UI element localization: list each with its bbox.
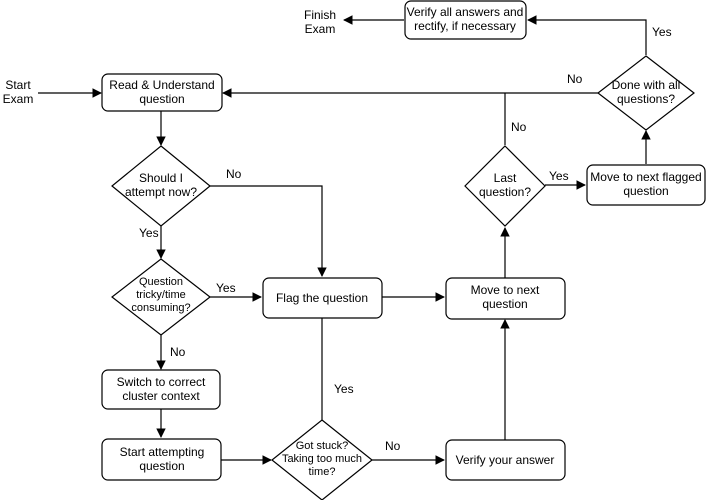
edge-label-tricky-yes: Yes	[216, 281, 236, 295]
verify-answer-label: Verify your answer	[456, 453, 555, 467]
flag-question-label: Flag the question	[276, 291, 368, 305]
edges	[38, 15, 651, 465]
start-attempting-box	[101, 438, 222, 481]
read-question-box	[101, 73, 223, 112]
flag-question-box	[262, 277, 383, 319]
got-stuck-diamond	[271, 419, 373, 500]
edge-should-no-to-flag	[210, 185, 327, 277]
edge-label-last-no: No	[511, 120, 527, 134]
edge-label-tricky-no: No	[170, 345, 186, 359]
switch-context-box	[101, 369, 221, 410]
edge-label-should-no: No	[226, 167, 242, 181]
done-with-all-diamond	[597, 55, 695, 131]
edge-label-stuck-yes: Yes	[334, 382, 354, 396]
verify-all-answers-box	[404, 0, 527, 40]
last-question-diamond	[464, 145, 546, 227]
edge-label-last-yes: Yes	[549, 169, 569, 183]
edge-label-done-yes: Yes	[652, 25, 672, 39]
tricky-question-diamond	[111, 258, 211, 336]
edge-label-should-yes: Yes	[139, 226, 159, 240]
move-next-question-box	[445, 277, 566, 320]
should-attempt-diamond	[111, 145, 211, 227]
edge-label-done-no: No	[567, 72, 583, 86]
verify-answer-box	[445, 439, 566, 481]
edge-done-yes-to-verifyall	[527, 15, 647, 55]
move-next-flagged-box	[586, 164, 706, 206]
edge-label-stuck-no: No	[385, 439, 401, 453]
